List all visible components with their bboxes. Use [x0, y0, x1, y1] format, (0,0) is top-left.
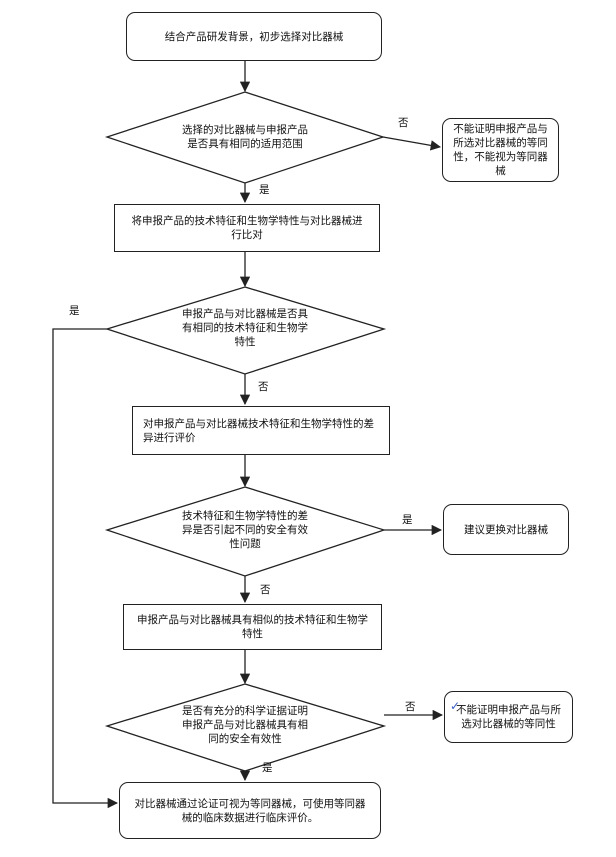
compare-box: 将申报产品的技术特征和生物学特性与对比器械进行比对: [114, 204, 380, 252]
decision-evidence: 是否有充分的科学证据证明申报产品与对比器械具有相同的安全有效性: [178, 698, 312, 752]
label-evidence-yes: 是: [262, 762, 273, 774]
start-text: 结合产品研发背景，初步选择对比器械: [164, 30, 344, 43]
decision-safety-issue-text: 技术特征和生物学特性的差异是否引起不同的安全有效性问题: [182, 510, 308, 550]
label-evidence-no: 否: [405, 701, 416, 713]
start-box: 结合产品研发背景，初步选择对比器械: [126, 12, 382, 61]
replace-device-box: 建议更换对比器械: [443, 504, 569, 555]
label-scope-no: 否: [398, 117, 409, 129]
decision-scope-text: 选择的对比器械与申报产品是否具有相同的适用范围: [182, 124, 308, 150]
decision-features-text: 申报产品与对比器械是否具有相同的技术特征和生物学特性: [182, 308, 308, 348]
not-equivalent-box: 不能证明申报产品与所选对比器械的等同性，不能视为等同器械: [442, 118, 559, 182]
replace-device-text: 建议更换对比器械: [464, 523, 548, 536]
decision-safety-issue: 技术特征和生物学特性的差异是否引起不同的安全有效性问题: [180, 504, 310, 556]
label-safety-no: 否: [260, 584, 271, 596]
not-equivalent-text: 不能证明申报产品与所选对比器械的等同性，不能视为等同器械: [453, 123, 548, 177]
label-scope-yes: 是: [259, 184, 270, 196]
evaluate-text: 对申报产品与对比器械技术特征和生物学特性的差异进行评价: [143, 417, 374, 444]
decision-features: 申报产品与对比器械是否具有相同的技术特征和生物学特性: [180, 303, 310, 353]
arrow-scope-no: [382, 136, 442, 151]
end-text: 对比器械通过论证可视为等同器械，可使用等同器械的临床数据进行临床评价。: [134, 797, 366, 824]
cannot-prove-box: 不能证明申报产品与所选对比器械的等同性: [444, 691, 573, 743]
check-mark-icon: ✓: [450, 699, 461, 713]
end-box: 对比器械通过论证可视为等同器械，可使用等同器械的临床数据进行临床评价。: [119, 782, 381, 839]
decision-evidence-text: 是否有充分的科学证据证明申报产品与对比器械具有相同的安全有效性: [182, 705, 308, 745]
compare-text: 将申报产品的技术特征和生物学特性与对比器械进行比对: [131, 215, 363, 241]
label-features-yes: 是: [69, 305, 80, 317]
label-features-no: 否: [258, 381, 269, 393]
arrow-features-yes-loop: [52, 328, 119, 809]
evaluate-box: 对申报产品与对比器械技术特征和生物学特性的差异进行评价: [132, 406, 390, 455]
label-safety-yes: 是: [402, 514, 413, 526]
similar-text: 申报产品与对比器械具有相似的技术特征和生物学特性: [137, 614, 368, 640]
decision-scope: 选择的对比器械与申报产品是否具有相同的适用范围: [180, 109, 310, 165]
cannot-prove-text: 不能证明申报产品与所选对比器械的等同性: [456, 704, 561, 730]
similar-box: 申报产品与对比器械具有相似的技术特征和生物学特性: [123, 604, 382, 650]
